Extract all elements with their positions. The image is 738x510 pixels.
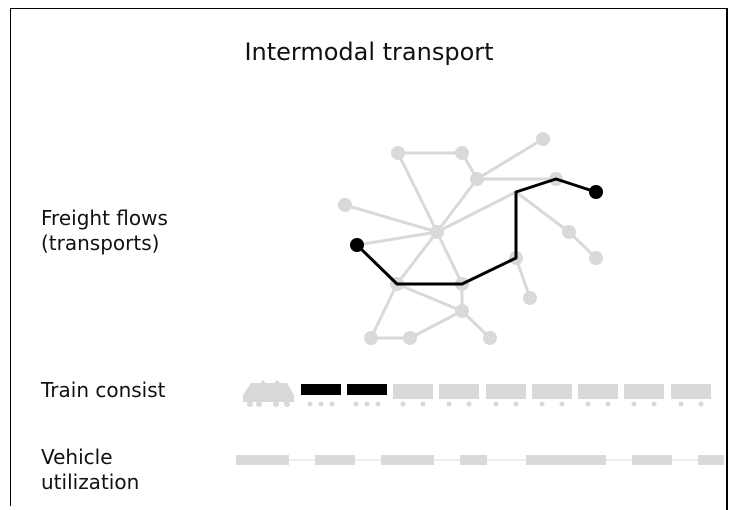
wagon-highlighted	[301, 384, 341, 407]
train-consist-label: Train consist	[41, 378, 166, 402]
wagon-highlighted	[347, 384, 387, 407]
wagon-empty	[486, 384, 526, 407]
wagon-empty	[393, 384, 433, 407]
freight-flow-path	[355, 177, 597, 286]
flow-origin-node	[350, 238, 364, 252]
diagram-frame	[10, 8, 726, 506]
wagon-empty	[671, 384, 711, 407]
diagram-frame-right-edge	[726, 8, 728, 510]
locomotive-icon	[243, 380, 294, 407]
network-nodes	[338, 132, 603, 345]
vehicle-utilization-track	[236, 455, 724, 465]
wagon-empty	[439, 384, 479, 407]
train-wagons	[301, 384, 711, 407]
diagram-title: Intermodal transport	[244, 38, 494, 66]
wagon-empty	[624, 384, 664, 407]
flow-destination-node	[589, 185, 603, 199]
wagon-empty	[532, 384, 572, 407]
vehicle-utilization-label: Vehicle utilization	[41, 445, 140, 494]
freight-flows-label: Freight flows (transports)	[41, 206, 168, 255]
transport-network	[343, 137, 598, 340]
wagon-empty	[578, 384, 618, 407]
